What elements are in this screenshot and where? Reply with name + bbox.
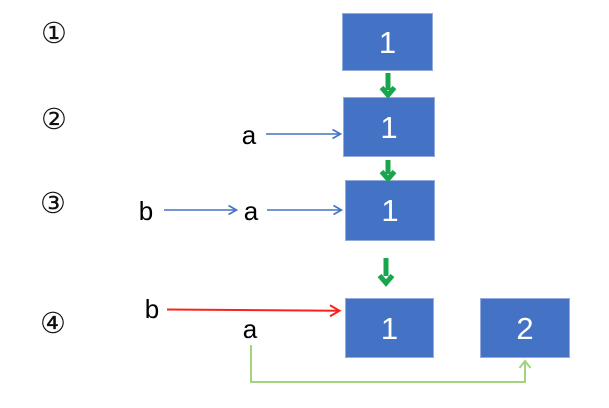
thin-right-arrow-icon-row4-red: [166, 304, 342, 318]
node-box-row3-label: 1: [381, 193, 399, 228]
label-row3-b: b: [138, 196, 154, 226]
node-box-row2: 1: [343, 97, 435, 157]
node-box-row4-right-label: 2: [516, 310, 534, 346]
node-box-row1: 1: [342, 13, 433, 71]
node-box-row4-right: 2: [480, 298, 570, 358]
thin-right-arrow-icon-row2-a: [266, 128, 343, 140]
thin-right-arrow-icon-row3-b: [164, 204, 239, 216]
node-box-row2-label: 1: [380, 109, 398, 145]
thick-down-arrow-icon-2: [379, 160, 397, 183]
node-box-row1-label: 1: [378, 24, 397, 60]
label-row2-a: a: [241, 120, 257, 150]
thick-down-arrow-icon-3: [377, 258, 395, 287]
step-marker-1: ①: [41, 16, 67, 50]
label-row4-b: b: [144, 294, 160, 324]
step-marker-2: ②: [41, 102, 67, 136]
label-row3-a: a: [243, 196, 259, 226]
node-box-row3: 1: [345, 180, 435, 241]
step-marker-4: ④: [40, 306, 66, 340]
step-marker-3: ③: [40, 186, 66, 220]
thin-right-arrow-icon-row3-a: [267, 204, 344, 216]
thick-down-arrow-icon-1: [379, 73, 397, 99]
label-row4-a: a: [242, 314, 258, 344]
node-box-row4-left-label: 1: [380, 310, 399, 346]
node-box-row4-left: 1: [345, 298, 434, 358]
elbow-up-arrow-icon: [250, 345, 532, 383]
